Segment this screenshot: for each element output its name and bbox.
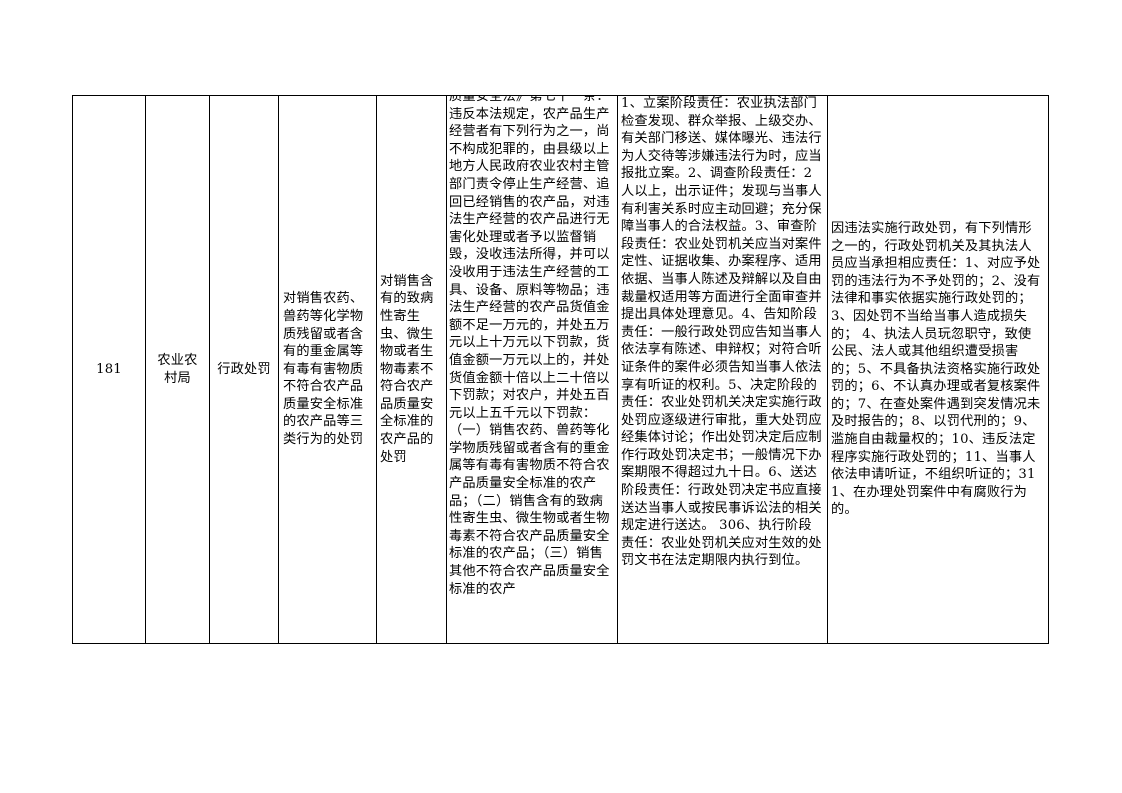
sub-item-cell: 对销售含有的致病性寄生虫、微生物或者生物毒素不符合农产品质量安全标准的农产品的处… [377,96,446,643]
department-cell: 农业农村局 [146,96,209,643]
column-divider [827,96,828,643]
column-divider [376,96,377,643]
row-number-cell: 181 [73,96,145,643]
responsibility: 1、立案阶段责任：农业执法部门检查发现、群众举报、上级交办、有关部门移送、媒体曝… [621,96,822,569]
category-cell: 行政处罚 [210,96,278,643]
column-divider [446,96,447,643]
department: 农业农村局 [157,352,198,386]
column-divider [278,96,279,643]
category: 行政处罚 [217,361,271,377]
table: 181 农业农村局 行政处罚 对销售农药、兽药等化学物质残留或者含有的重金属等有… [72,95,1049,644]
column-divider [145,96,146,643]
item-name-cell: 对销售农药、兽药等化学物质残留或者含有的重金属等有毒有害物质不符合农产品质量安全… [279,96,376,643]
accountability: 因违法实施行政处罚，有下列情形之一的，行政处罚机关及其执法人员应当承担相应责任：… [831,220,1041,518]
column-divider [617,96,618,643]
responsibility-cell: 1、立案阶段责任：农业执法部门检查发现、群众举报、上级交办、有关部门移送、媒体曝… [618,96,827,643]
legal-basis-cell: 质量安全法》第七十一条：违反本法规定，农产品生产经营者有下列行为之一，尚不构成犯… [447,96,617,643]
accountability-cell: 因违法实施行政处罚，有下列情形之一的，行政处罚机关及其执法人员应当承担相应责任：… [828,96,1049,643]
sub-item: 对销售含有的致病性寄生虫、微生物或者生物毒素不符合农产品质量安全标准的农产品的处… [380,273,434,465]
column-divider [209,96,210,643]
item-name: 对销售农药、兽药等化学物质残留或者含有的重金属等有毒有害物质不符合农产品质量安全… [283,291,364,448]
row-number: 181 [96,361,122,377]
legal-basis: 质量安全法》第七十一条：违反本法规定，农产品生产经营者有下列行为之一，尚不构成犯… [449,96,610,597]
